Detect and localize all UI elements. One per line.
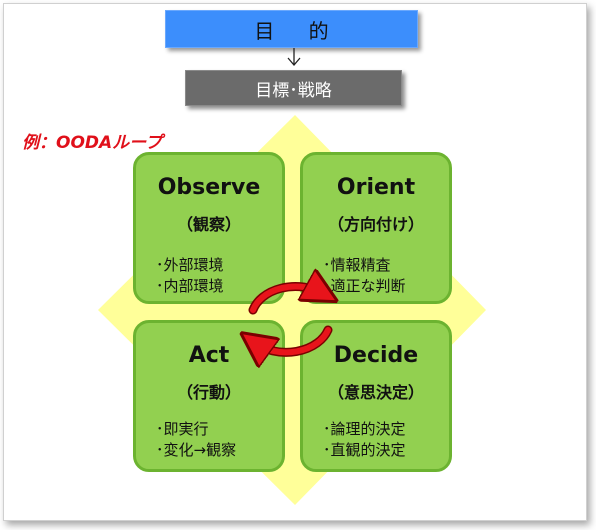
quadrant-title: Observe: [157, 175, 261, 200]
quadrant-title: Act: [188, 343, 230, 368]
quadrant-subtitle: （観察）: [176, 215, 241, 234]
strategy-label: 目標･戦略: [255, 80, 332, 101]
quadrant-subtitle: （方向付け）: [327, 215, 424, 234]
quadrant-observe: Observe （観察） ･外部環境 ･内部環境: [133, 152, 285, 304]
list-item: ･論理的決定: [323, 420, 406, 438]
quadrant-title: Orient: [336, 175, 416, 200]
quadrant-decide: Decide （意思決定） ･論理的決定 ･直観的決定: [300, 320, 452, 472]
quadrant-items: ･即実行 ･変化→観察: [156, 419, 236, 461]
list-item: ･外部環境: [156, 256, 224, 274]
strategy-box: 目標･戦略: [185, 70, 402, 106]
quadrant-subtitle: （意思決定）: [327, 383, 424, 402]
quadrant-subtitle: （行動）: [176, 383, 241, 402]
example-label: 例：OODAループ: [22, 133, 163, 153]
list-item: ･内部環境: [156, 277, 224, 295]
list-item: ･適正な判断: [323, 277, 406, 295]
list-item: ･変化→観察: [156, 441, 237, 459]
quadrant-items: ･外部環境 ･内部環境: [156, 255, 224, 297]
purpose-label: 目 的: [254, 18, 343, 43]
purpose-box: 目 的: [165, 10, 418, 48]
down-arrow-icon: [287, 48, 301, 66]
quadrant-title: Decide: [333, 343, 419, 368]
quadrant-items: ･論理的決定 ･直観的決定: [323, 419, 406, 461]
list-item: ･即実行: [156, 420, 209, 438]
list-item: ･直観的決定: [323, 441, 406, 459]
